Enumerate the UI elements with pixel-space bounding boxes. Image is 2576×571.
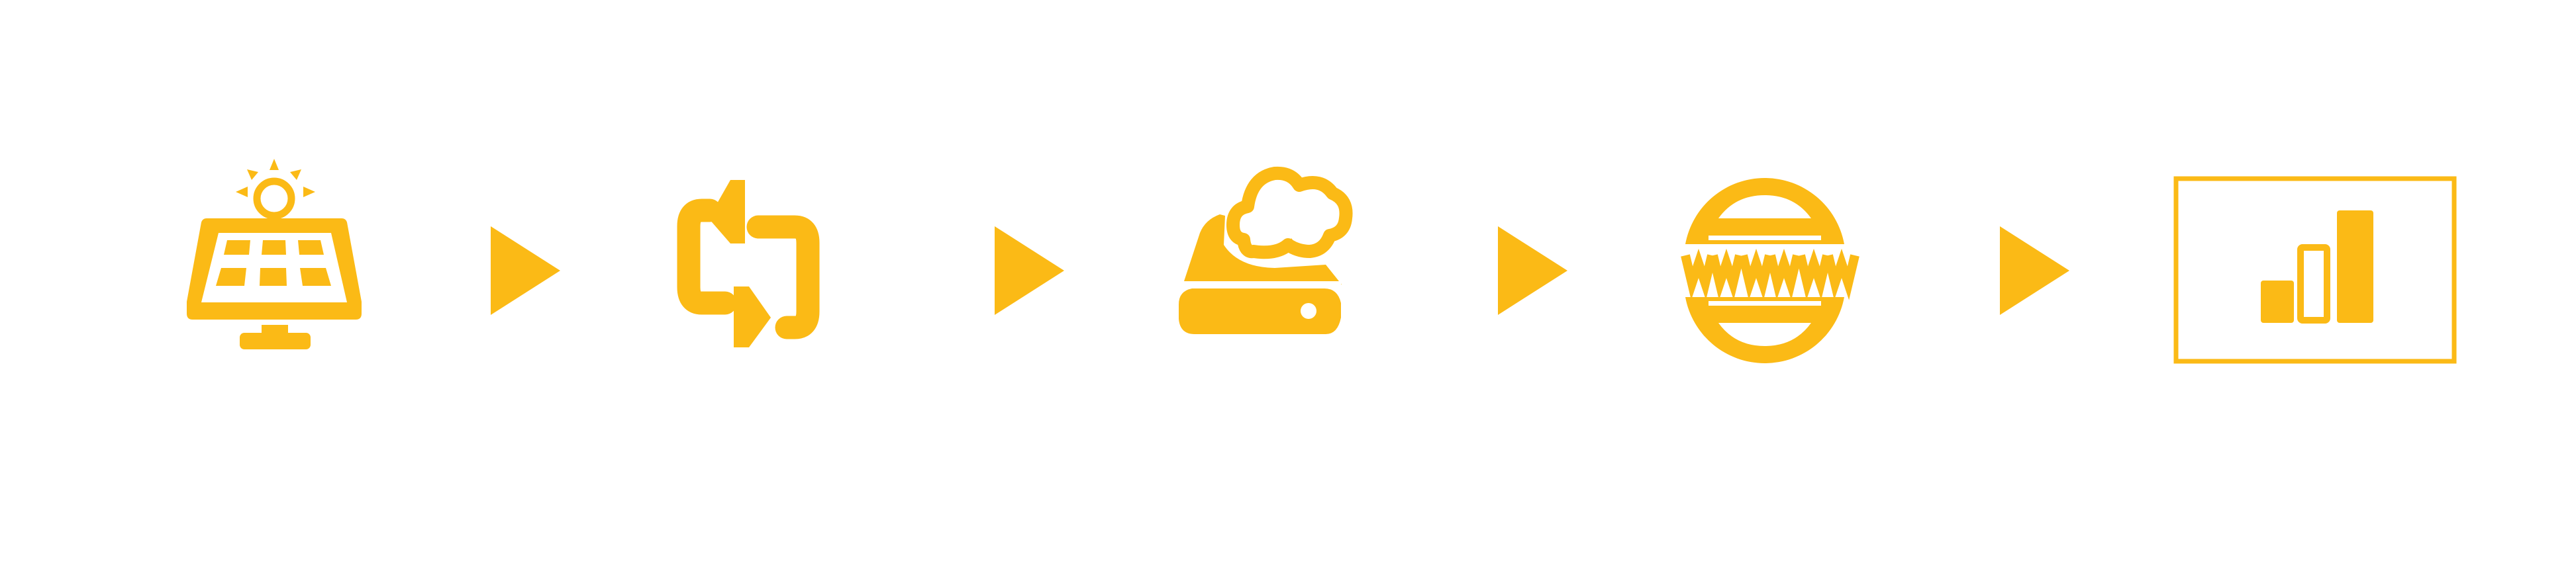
- solar-panel-icon: [187, 159, 362, 349]
- www-globe-icon: [1681, 178, 1859, 363]
- play-arrow-icon: [2000, 226, 2069, 315]
- play-arrow-icon: [995, 226, 1064, 315]
- sync-icon: [677, 180, 820, 347]
- play-arrow-icon: [491, 226, 560, 315]
- play-arrow-icon: [1498, 226, 1567, 315]
- analytics-dashboard-icon: [2173, 176, 2457, 364]
- cloud-storage-server-icon: [1179, 166, 1353, 334]
